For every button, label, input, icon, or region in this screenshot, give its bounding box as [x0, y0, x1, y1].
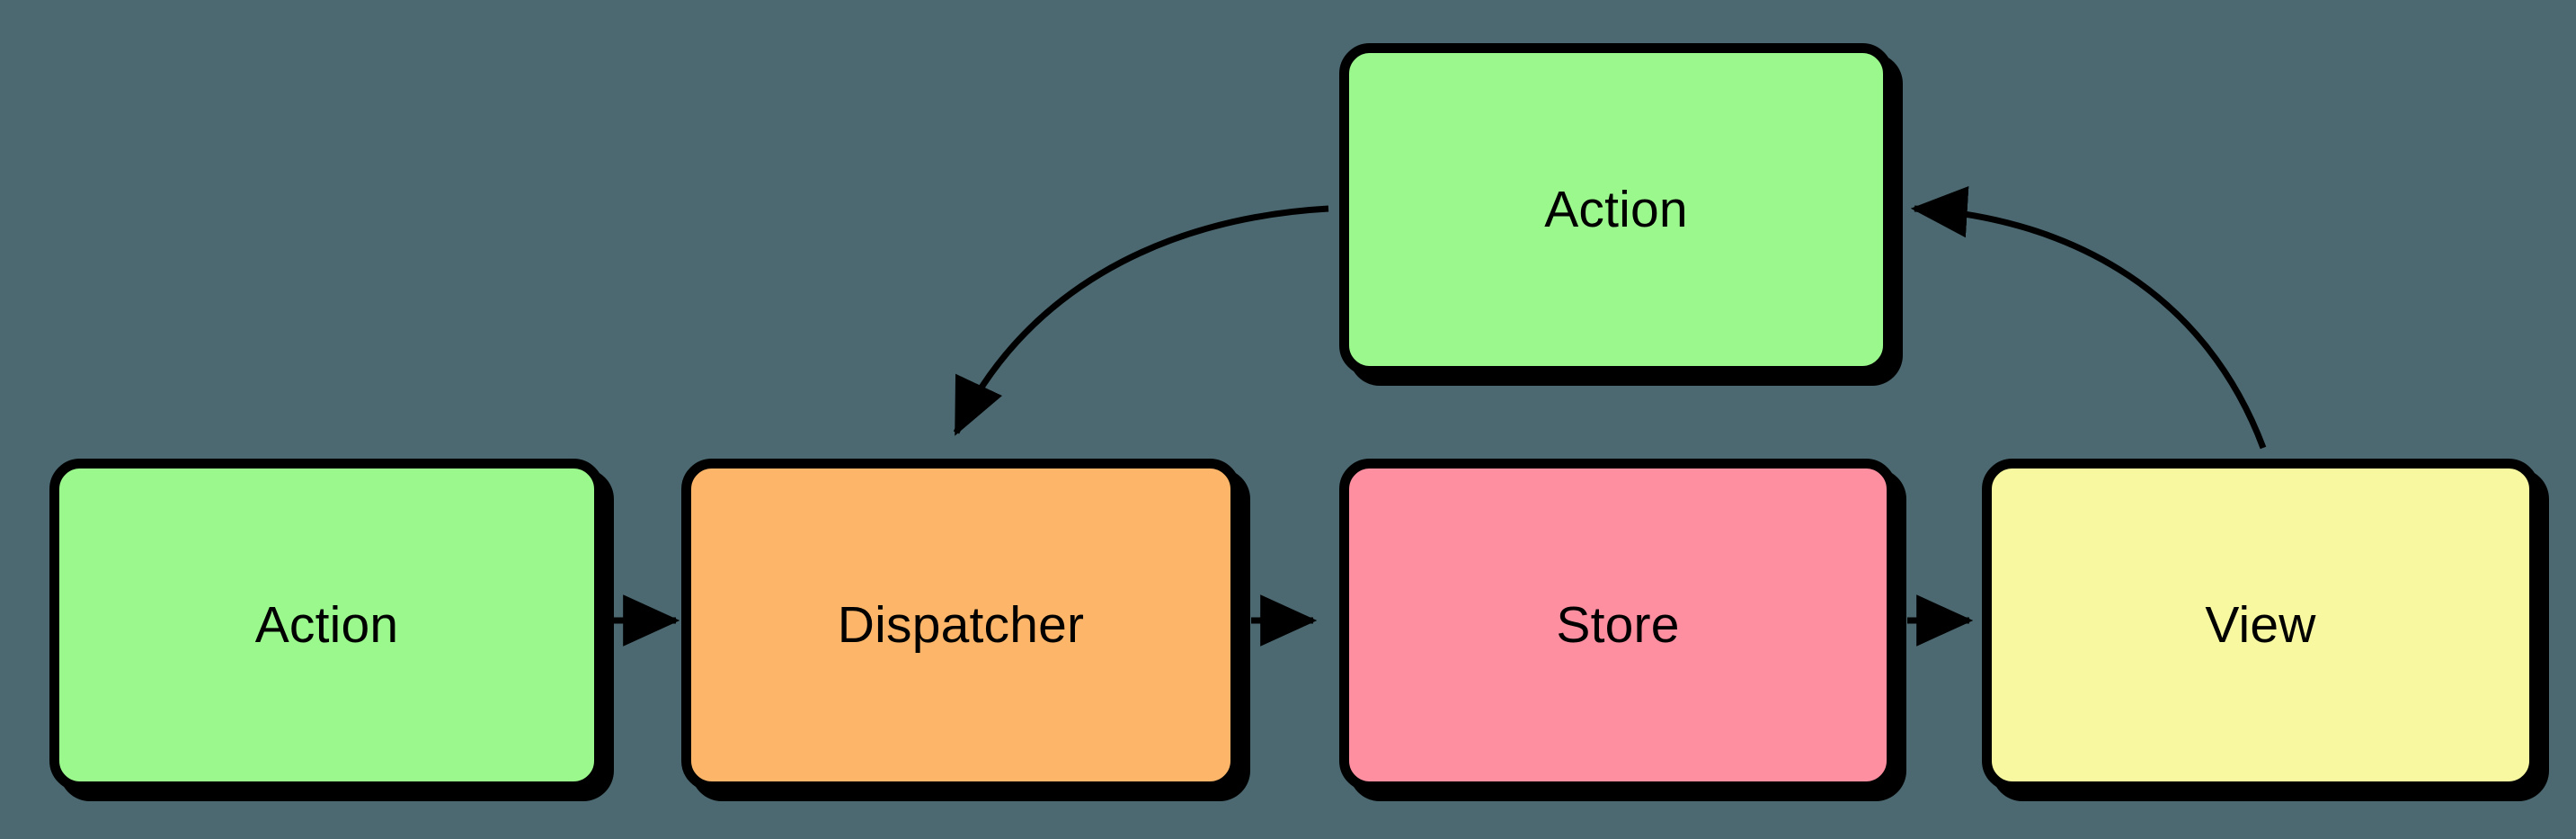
node-store[interactable]: Store [1339, 459, 1896, 791]
node-label-action-top: Action [1544, 180, 1688, 238]
node-action-left[interactable]: Action [49, 459, 604, 791]
edge-view-to-action-top [1910, 185, 2267, 450]
edge-action-top-to-dispatcher [953, 205, 1329, 436]
node-action-top[interactable]: Action [1339, 43, 1893, 376]
node-label-view: View [2205, 595, 2316, 654]
node-dispatcher[interactable]: Dispatcher [681, 459, 1240, 791]
node-view[interactable]: View [1982, 459, 2539, 791]
node-label-store: Store [1556, 595, 1680, 654]
node-label-action-left: Action [254, 595, 399, 654]
node-label-dispatcher: Dispatcher [837, 595, 1085, 654]
